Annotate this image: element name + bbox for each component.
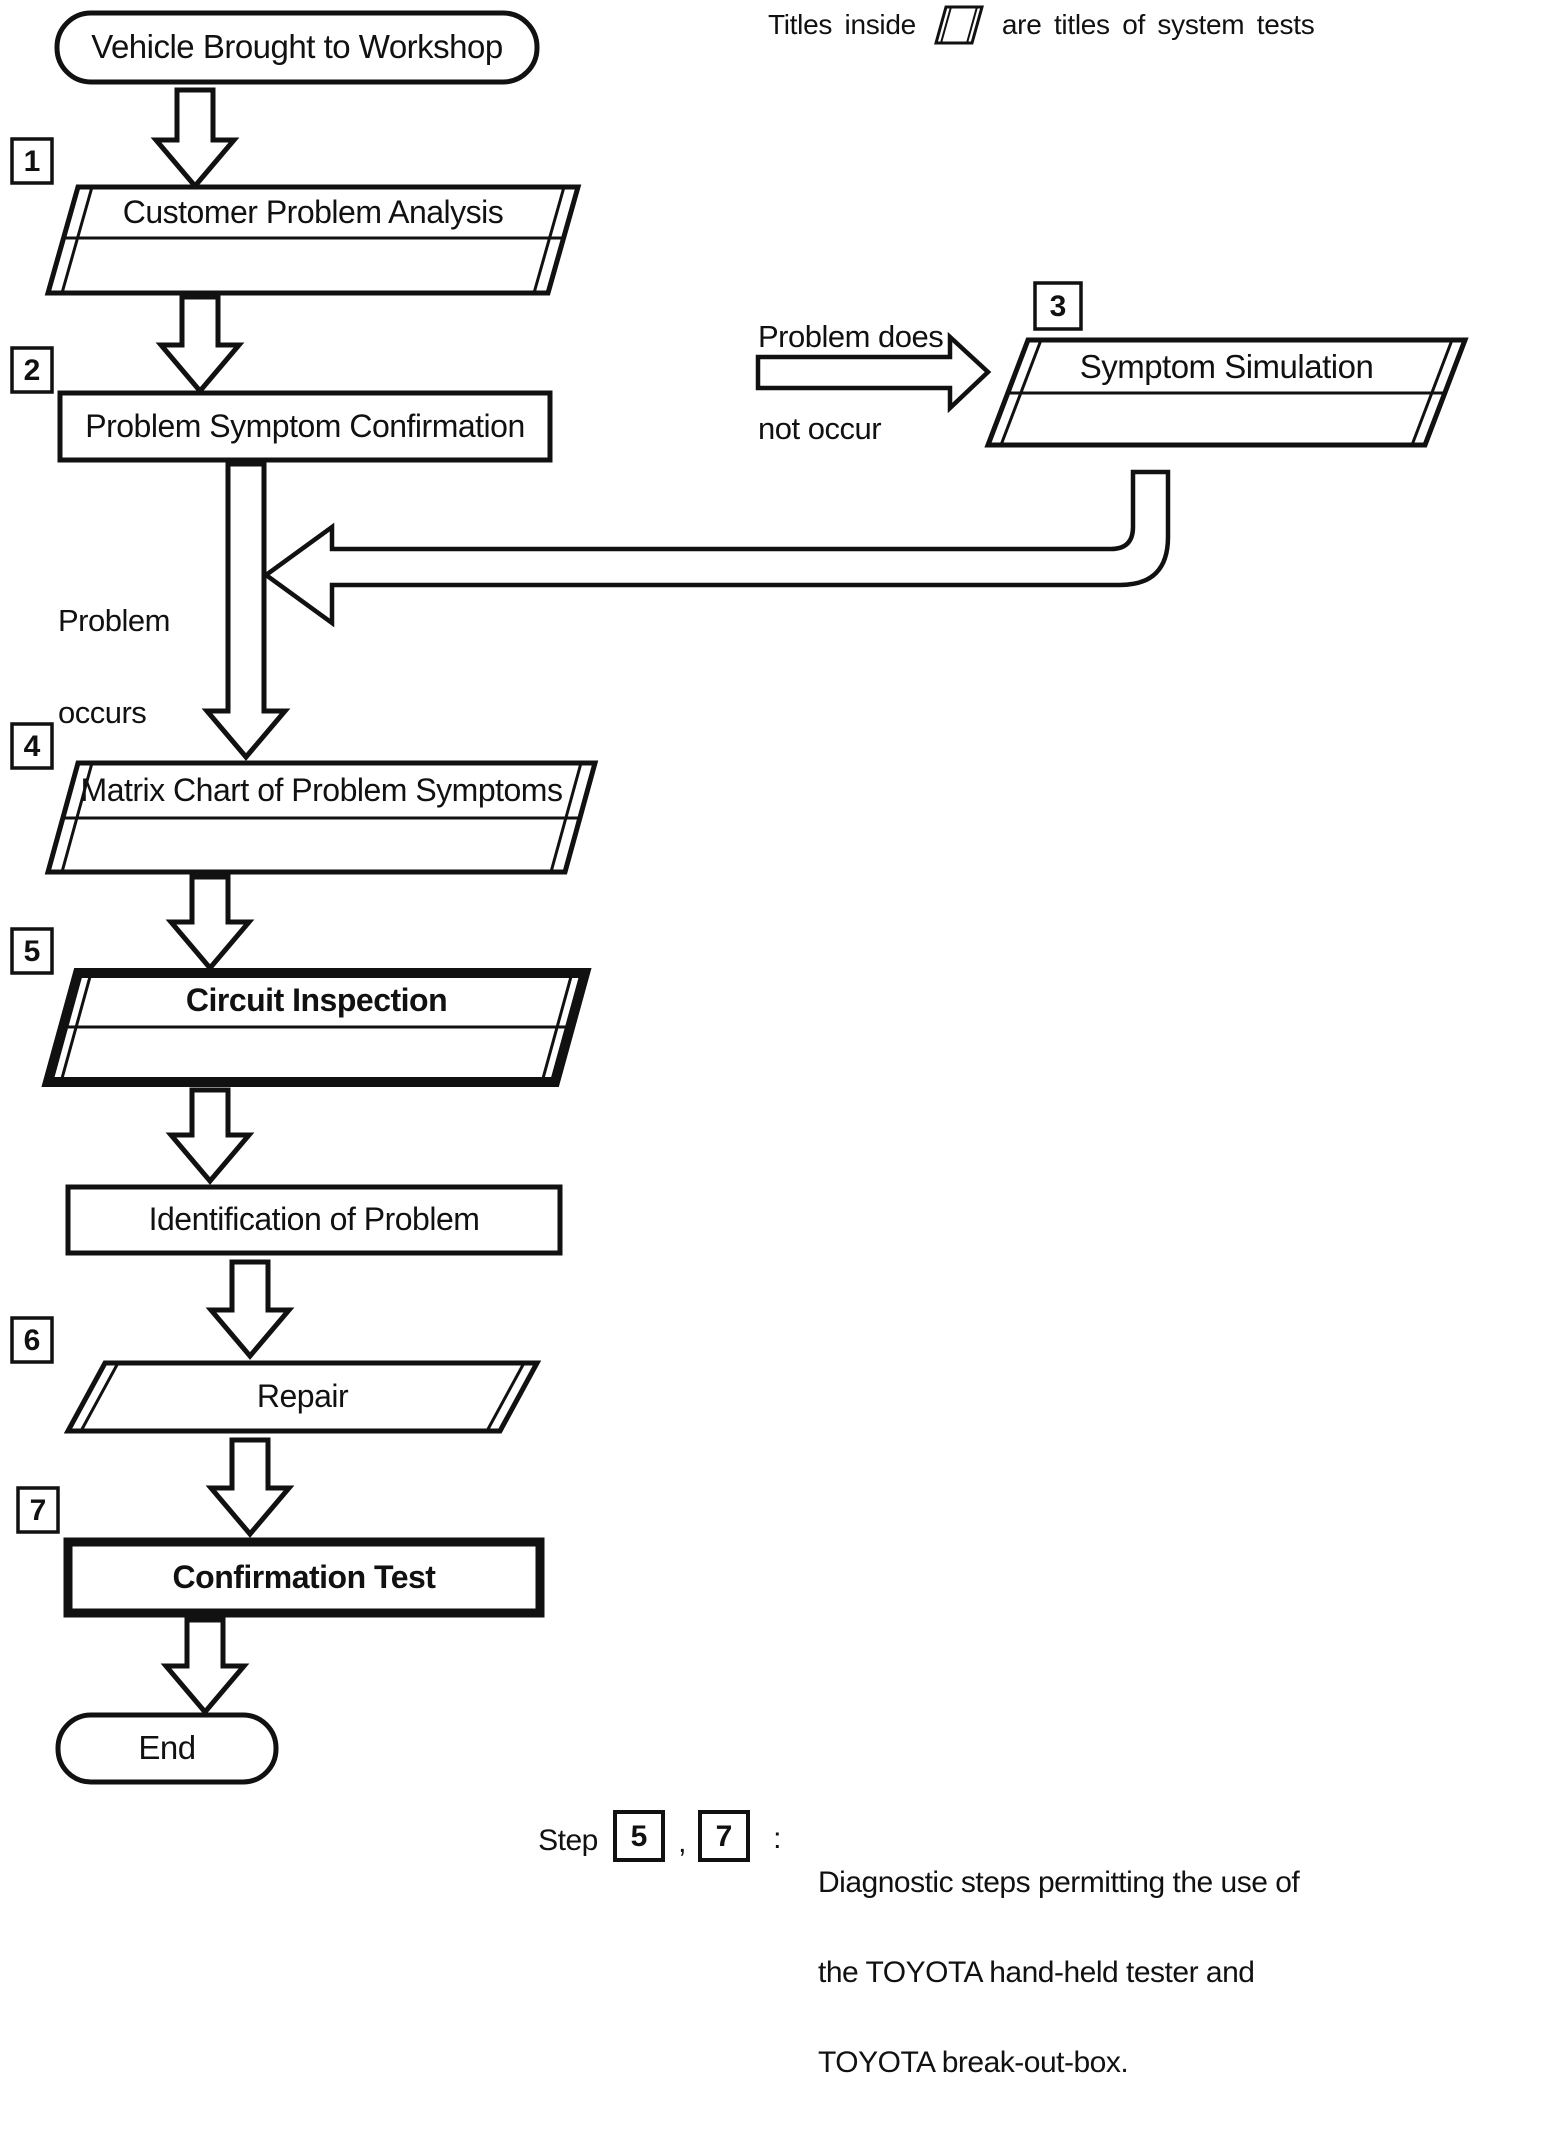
step-1-box: [10, 137, 54, 185]
step-3-box: [1033, 281, 1083, 331]
legend: Titles inside are titles of system tests: [768, 0, 1315, 50]
legend-prefix-text: Titles inside: [768, 9, 916, 40]
step-5-number: 5: [23, 934, 41, 968]
problem-occurs-line1: Problem: [58, 603, 170, 638]
repair-label: Repair: [256, 1378, 349, 1415]
note-ref-7-box: [698, 1810, 750, 1862]
repair-shape: [63, 1360, 542, 1434]
note-line-3: TOYOTA break-out-box.: [818, 2046, 1129, 2079]
step-4-number: 4: [23, 729, 41, 763]
symptom-simulation-label: Symptom Simulation: [1079, 347, 1374, 385]
step-2-box: [10, 346, 54, 394]
customer-problem-analysis-label: Customer Problem Analysis: [122, 193, 504, 230]
problem-does-not-occur-line2: not occur: [758, 411, 882, 446]
note-ref-5-number: 5: [630, 1819, 648, 1853]
arrow-identification-to-repair: [205, 1259, 295, 1360]
system-test-parallelogram-icon: [928, 2, 990, 48]
arrow-cpa-to-psc: [155, 294, 245, 395]
problem-occurs-label: Problem occurs: [58, 552, 228, 730]
problem-symptom-confirmation-label: Problem Symptom Confirmation: [85, 407, 525, 444]
matrix-chart-label: Matrix Chart of Problem Symptoms: [80, 771, 563, 808]
note-description: Diagnostic steps permitting the use of t…: [818, 1815, 1378, 2079]
problem-does-not-occur-label: Problem does not occur: [758, 268, 1008, 446]
arrow-repair-to-confirmation: [205, 1437, 295, 1538]
circuit-inspection-shape: [41, 968, 592, 1087]
note-ref-7-number: 7: [715, 1819, 733, 1853]
end-terminator-shape: [55, 1712, 279, 1785]
step-6-number: 6: [23, 1323, 41, 1357]
problem-does-not-occur-line1: Problem does: [758, 319, 944, 354]
matrix-chart-shape: [44, 760, 599, 875]
step-1-number: 1: [23, 144, 41, 178]
step-7-number: 7: [29, 1493, 47, 1527]
arrow-symptom-simulation-return: [262, 469, 1171, 628]
flowchart-page: { "legend": { "prefix": "Titles inside",…: [10, 0, 1469, 2079]
step-2-number: 2: [23, 353, 41, 387]
arrow-psc-to-matrix: [201, 461, 291, 761]
step-4-box: [10, 722, 54, 770]
symptom-simulation-shape: [984, 337, 1469, 448]
end-terminator-label: End: [138, 1729, 196, 1767]
step-7-box: [16, 1486, 60, 1534]
step-6-box: [10, 1316, 54, 1364]
step-5-box: [10, 927, 54, 975]
start-terminator-label: Vehicle Brought to Workshop: [91, 28, 503, 66]
note-line-1: Diagnostic steps permitting the use of: [818, 1866, 1300, 1899]
arrow-psc-to-symptom-simulation: [755, 331, 992, 414]
confirmation-test-shape: [63, 1537, 545, 1618]
identification-of-problem-shape: [65, 1184, 563, 1256]
arrow-matrix-to-circuit: [165, 874, 255, 972]
identification-of-problem-label: Identification of Problem: [148, 1201, 480, 1238]
step-3-number: 3: [1049, 289, 1067, 323]
flowchart-canvas: [10, 10, 1469, 1862]
arrow-circuit-to-identification: [165, 1087, 255, 1185]
note-ref-5-box: [613, 1810, 665, 1862]
customer-problem-analysis-shape: [44, 184, 582, 296]
circuit-inspection-label: Circuit Inspection: [185, 981, 448, 1018]
problem-symptom-confirmation-shape: [57, 390, 553, 463]
arrow-start-to-cpa: [150, 87, 240, 190]
note-step-word: Step: [538, 1823, 598, 1857]
arrow-confirmation-to-end: [160, 1617, 250, 1716]
note-comma: ,: [678, 1825, 686, 1859]
problem-occurs-line2: occurs: [58, 695, 147, 730]
note-line-2: the TOYOTA hand-held tester and: [818, 1956, 1255, 1989]
legend-suffix-text: are titles of system tests: [1001, 9, 1315, 40]
note-colon: :: [773, 1821, 781, 1855]
start-terminator-shape: [54, 10, 540, 85]
confirmation-test-label: Confirmation Test: [172, 1558, 436, 1595]
